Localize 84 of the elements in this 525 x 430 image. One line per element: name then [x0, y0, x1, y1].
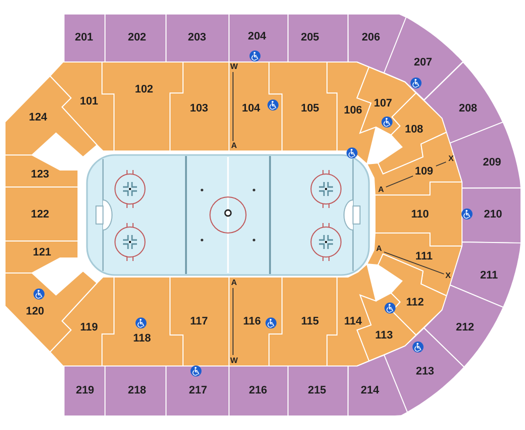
section-number: 114	[344, 316, 362, 328]
section-number: 101	[80, 96, 98, 108]
section-number: 210	[484, 209, 502, 220]
section-number: 201	[74, 32, 94, 44]
seating-section	[424, 285, 504, 368]
section-number: 206	[362, 32, 380, 44]
seating-section	[288, 366, 348, 416]
seating-section	[229, 366, 288, 416]
section-number: 107	[374, 98, 392, 110]
row-letter: A	[231, 142, 237, 150]
seating-section	[269, 277, 337, 366]
seating-section	[166, 14, 229, 62]
seating-section	[450, 242, 521, 308]
row-letter: A	[378, 186, 384, 194]
section-number: 116	[243, 316, 261, 328]
section-number: 211	[480, 270, 498, 282]
section-number: 115	[301, 316, 319, 328]
section-number: 104	[242, 104, 260, 114]
seating-section	[450, 122, 521, 188]
seating-section	[50, 62, 114, 151]
section-number: 103	[190, 104, 208, 114]
seating-section	[327, 264, 376, 366]
seating-section	[229, 14, 288, 62]
section-number: 216	[248, 386, 268, 396]
section-number: 108	[404, 124, 424, 136]
section-number: 106	[344, 106, 362, 116]
row-letter: X	[445, 272, 451, 280]
section-number: 203	[188, 32, 206, 44]
section-number: 121	[32, 248, 52, 258]
section-number: 219	[76, 386, 94, 396]
section-number: 209	[482, 157, 502, 168]
section-number: 124	[28, 112, 48, 124]
section-number: 217	[188, 386, 208, 396]
row-letter: A	[231, 279, 237, 287]
seating-section	[288, 14, 348, 62]
seating-section	[269, 62, 337, 151]
seating-section	[64, 366, 105, 416]
seating-section	[327, 62, 376, 164]
section-number: 218	[128, 386, 146, 396]
section-number: 110	[411, 210, 429, 220]
seating-section	[462, 188, 521, 243]
section-number: 214	[360, 386, 380, 396]
seating-section	[102, 277, 183, 366]
section-number: 102	[134, 84, 154, 96]
seating-section	[5, 187, 78, 241]
section-number: 119	[80, 322, 98, 334]
section-number: 213	[416, 366, 434, 378]
seating-section	[348, 14, 406, 73]
section-number: 118	[133, 334, 151, 344]
seating-section	[64, 14, 105, 62]
section-number: 202	[128, 32, 146, 44]
section-number: 109	[414, 166, 434, 178]
section-number: 112	[406, 298, 424, 308]
seating-section	[50, 277, 114, 366]
section-number: 208	[458, 103, 478, 114]
row-letter: W	[230, 357, 238, 365]
row-letter: X	[448, 155, 454, 163]
section-number: 120	[26, 306, 44, 318]
section-number: 204	[248, 32, 266, 42]
section-number: 123	[30, 170, 50, 180]
section-number: 117	[190, 316, 208, 328]
seating-section	[5, 241, 78, 273]
section-number: 205	[300, 32, 320, 44]
seating-section	[170, 62, 229, 151]
row-letter: A	[376, 245, 382, 253]
seating-section	[105, 14, 166, 62]
section-number: 215	[308, 386, 326, 396]
seating-section	[375, 182, 462, 246]
seating-section	[102, 62, 183, 151]
seating-section	[105, 366, 166, 416]
section-number: 212	[456, 322, 474, 334]
seating-section	[170, 277, 229, 366]
seating-section	[367, 233, 462, 296]
seating-section	[384, 17, 464, 100]
seating-section	[5, 155, 78, 187]
row-letter: W	[230, 63, 238, 71]
section-number: 111	[415, 252, 433, 262]
section-number: 122	[30, 210, 50, 220]
seating-section	[348, 355, 408, 416]
seating-section	[367, 132, 462, 195]
section-number: 105	[300, 104, 320, 114]
section-number: 113	[375, 330, 393, 342]
section-number: 207	[414, 57, 432, 68]
seating-section	[166, 366, 229, 416]
